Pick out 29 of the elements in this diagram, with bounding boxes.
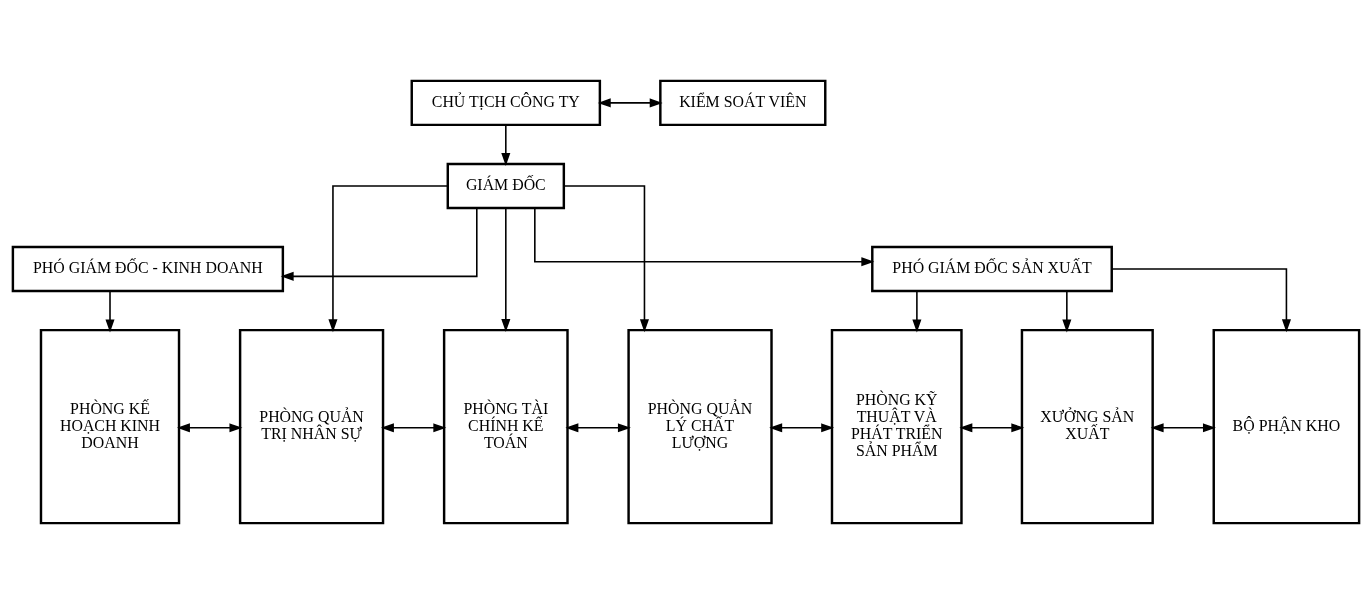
arrow [1150,422,1216,432]
node-box: GIÁM ĐỐC [446,162,566,209]
node-box: PHÒNG QUẢN LÝ CHẤT LƯỢNG [627,328,773,524]
node-box: PHÓ GIÁM ĐỐC SẢN XUẤT [871,245,1113,292]
arrow [959,422,1025,432]
arrow [280,207,478,281]
arrow [563,184,649,332]
arrow [501,123,511,166]
node-box: PHÒNG KẾ HOẠCH KINH DOANH [39,328,181,524]
node-box: KIỂM SOÁT VIÊN [659,79,827,126]
arrow [1110,267,1291,332]
node-box: XƯỞNG SẢN XUẤT [1020,328,1154,524]
arrow [912,289,922,332]
node-box: CHỦ TỊCH CÔNG TY [410,79,602,126]
arrow [105,289,115,332]
arrow [380,422,447,432]
node-box: PHÓ GIÁM ĐỐC - KINH DOANH [11,245,285,292]
arrow [769,422,835,432]
arrow [597,97,663,107]
node-box: PHÒNG KỸ THUẬT VÀ PHÁT TRIỂN SẢN PHẨM [830,328,963,524]
arrow [565,422,631,432]
node-box: PHÒNG TÀI CHÍNH KẾ TOÁN [442,328,569,524]
arrow [1062,289,1072,332]
arrow [328,184,449,332]
arrow [534,206,875,266]
node-box: BỘ PHẬN KHO [1212,328,1361,524]
node-box: PHÒNG QUẢN TRỊ NHÂN SỰ [238,328,385,524]
arrow [501,206,511,332]
arrow [176,422,243,432]
